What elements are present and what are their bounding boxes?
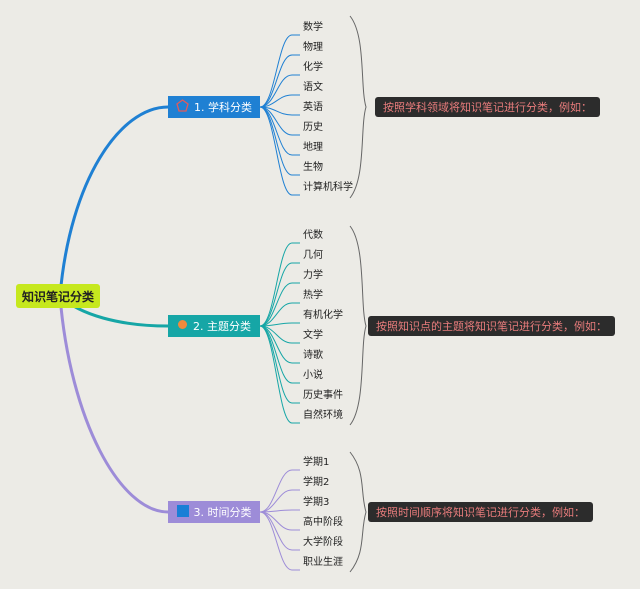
leaf-item[interactable]: 化学 [303, 62, 323, 73]
leaf-item[interactable]: 几何 [303, 250, 323, 261]
summary-bracket [349, 225, 367, 426]
leaf-connector [259, 282, 300, 327]
leaf-connector [259, 54, 300, 108]
leaf-item[interactable]: 地理 [303, 142, 323, 153]
leaf-item[interactable]: 计算机科学 [303, 182, 353, 193]
branch-topic-classification[interactable]: 2. 主题分类 [168, 315, 260, 337]
leaf-item[interactable]: 力学 [303, 270, 323, 281]
leaf-connector [259, 511, 300, 551]
leaf-item[interactable]: 历史 [303, 122, 323, 133]
leaf-connector [259, 509, 300, 513]
leaf-item[interactable]: 数学 [303, 22, 323, 33]
branch-label: 3. 时间分类 [193, 506, 252, 519]
leaf-item[interactable]: 有机化学 [303, 310, 343, 321]
leaf-item[interactable]: 物理 [303, 42, 323, 53]
branch-label: 1. 学科分类 [194, 101, 252, 114]
summary-bracket [349, 15, 367, 199]
leaf-connector [259, 489, 300, 513]
note-subject[interactable]: 按照学科领域将知识笔记进行分类，例如： [375, 97, 600, 117]
leaf-item[interactable]: 诗歌 [303, 350, 323, 361]
leaf-connector [259, 511, 300, 571]
leaf-item[interactable]: 学期2 [303, 477, 330, 488]
leaf-item[interactable]: 自然环境 [303, 410, 343, 421]
leaf-connector [259, 325, 300, 384]
summary-bracket [349, 451, 367, 573]
leaf-item[interactable]: 学期1 [303, 457, 330, 468]
branch-label: 2. 主题分类 [193, 320, 251, 333]
blue-square-icon [176, 504, 189, 520]
leaf-item[interactable]: 高中阶段 [303, 517, 343, 528]
leaf-connector [259, 34, 300, 108]
leaf-connector [259, 322, 300, 327]
branch-subject-classification[interactable]: 1. 学科分类 [168, 96, 260, 118]
leaf-connector [259, 74, 300, 108]
leaf-connector [259, 325, 300, 364]
leaf-connector [259, 106, 300, 196]
leaf-connector [259, 242, 300, 327]
leaf-connector [259, 106, 300, 116]
leaf-item[interactable]: 学期3 [303, 497, 330, 508]
leaf-item[interactable]: 小说 [303, 370, 323, 381]
root-node[interactable]: 知识笔记分类 [16, 284, 100, 308]
leaf-item[interactable]: 文学 [303, 330, 323, 341]
leaf-connector [259, 106, 300, 156]
leaf-connector [259, 469, 300, 513]
leaf-item[interactable]: 生物 [303, 162, 323, 173]
leaf-item[interactable]: 代数 [303, 230, 323, 241]
leaf-connector [259, 262, 300, 327]
note-time[interactable]: 按照时间顺序将知识笔记进行分类，例如： [368, 502, 593, 522]
pentagon-icon [176, 99, 189, 115]
leaf-item[interactable]: 热学 [303, 290, 323, 301]
leaf-item[interactable]: 历史事件 [303, 390, 343, 401]
leaf-connector [259, 325, 300, 424]
note-topic[interactable]: 按照知识点的主题将知识笔记进行分类，例如： [368, 316, 615, 336]
orange-dot-icon [177, 319, 188, 333]
leaf-connector [259, 302, 300, 327]
root-connector [58, 295, 169, 514]
leaf-connector [259, 94, 300, 108]
leaf-item[interactable]: 语文 [303, 82, 323, 93]
root-connector [58, 105, 169, 297]
branch-time-classification[interactable]: 3. 时间分类 [168, 501, 260, 523]
leaf-item[interactable]: 职业生涯 [303, 557, 343, 568]
leaf-item[interactable]: 大学阶段 [303, 537, 343, 548]
leaf-item[interactable]: 英语 [303, 102, 323, 113]
